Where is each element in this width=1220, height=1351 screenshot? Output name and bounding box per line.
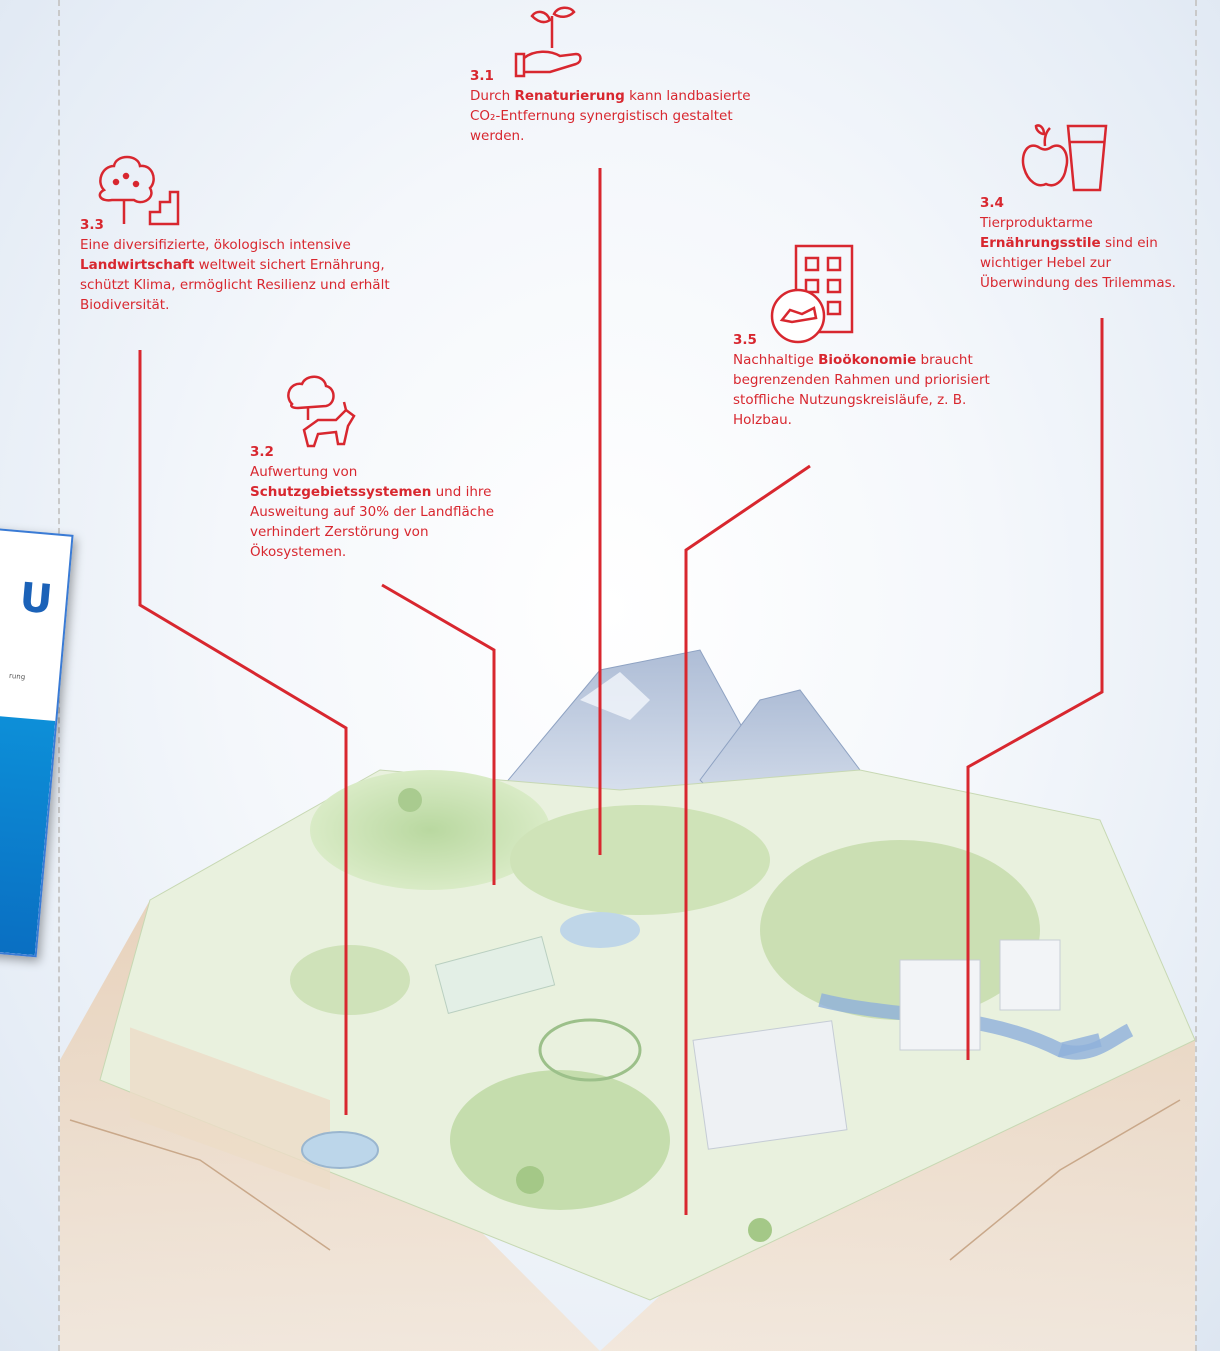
- callout-number: 3.3: [80, 217, 104, 233]
- callout-number: 3.1: [470, 68, 494, 84]
- dashed-border-right: [1195, 0, 1197, 1351]
- callout-text-post: sind ein wichtiger Hebel zur Überwindung…: [980, 235, 1176, 291]
- leader-lines: [138, 168, 1104, 1215]
- booklet-cover-text: rung: [8, 671, 26, 682]
- building-icon: [770, 244, 854, 344]
- leader-line-3-2: [381, 583, 496, 885]
- callout-text-pre: Eine diversifizierte, ökologisch intensi…: [80, 237, 351, 253]
- callout-text-post: weltweit sichert Ernährung, schützt Klim…: [80, 257, 390, 313]
- booklet-cover-letter: U: [17, 574, 55, 624]
- callout-keyword: Ernährungsstile: [980, 235, 1101, 251]
- callout-number: 3.4: [980, 195, 1004, 211]
- callout-text-post: und ihre Ausweitung auf 30% der Landfläc…: [250, 484, 495, 560]
- callout-keyword: Landwirtschaft: [80, 257, 195, 273]
- callout-text-pre: Nachhaltige: [733, 352, 819, 368]
- land-surface: [99, 769, 1196, 1301]
- callout-3-4: 3.4 Tierproduktarme Ernährungsstile sind…: [980, 193, 1185, 293]
- apple-glass-icon: [1021, 124, 1108, 192]
- callout-keyword: Renaturierung: [514, 88, 625, 104]
- callout-text-pre: Tierproduktarme: [980, 215, 1093, 231]
- seedling-hand-icon: [514, 6, 582, 78]
- callout-keyword: Bioökonomie: [818, 352, 917, 368]
- leader-line-3-5: [684, 464, 811, 1215]
- callout-text-post: braucht begrenzenden Rahmen und priorisi…: [733, 352, 990, 428]
- callout-text-pre: Durch: [470, 88, 515, 104]
- tree-terrace-icon: [98, 155, 180, 226]
- callout-3-3: 3.3 Eine diversifizierte, ökologisch int…: [80, 215, 430, 315]
- callout-3-1: 3.1 Durch Renaturierung kann landbasiert…: [470, 66, 755, 146]
- callout-3-5: 3.5 Nachhaltige Bioökonomie braucht begr…: [733, 330, 1003, 430]
- callout-number: 3.2: [250, 444, 274, 460]
- callout-text-post: kann landbasierte CO₂-Entfernung synergi…: [470, 88, 751, 144]
- callout-keyword: Schutzgebietssystemen: [250, 484, 432, 500]
- animal-tree-icon: [287, 375, 356, 448]
- callout-number: 3.5: [733, 332, 757, 348]
- leader-line-3-4: [966, 318, 1104, 1060]
- leader-line-3-3: [138, 350, 348, 1115]
- callout-text-pre: Aufwertung von: [250, 464, 358, 480]
- callout-3-2: 3.2 Aufwertung von Schutzgebietssystemen…: [250, 442, 510, 562]
